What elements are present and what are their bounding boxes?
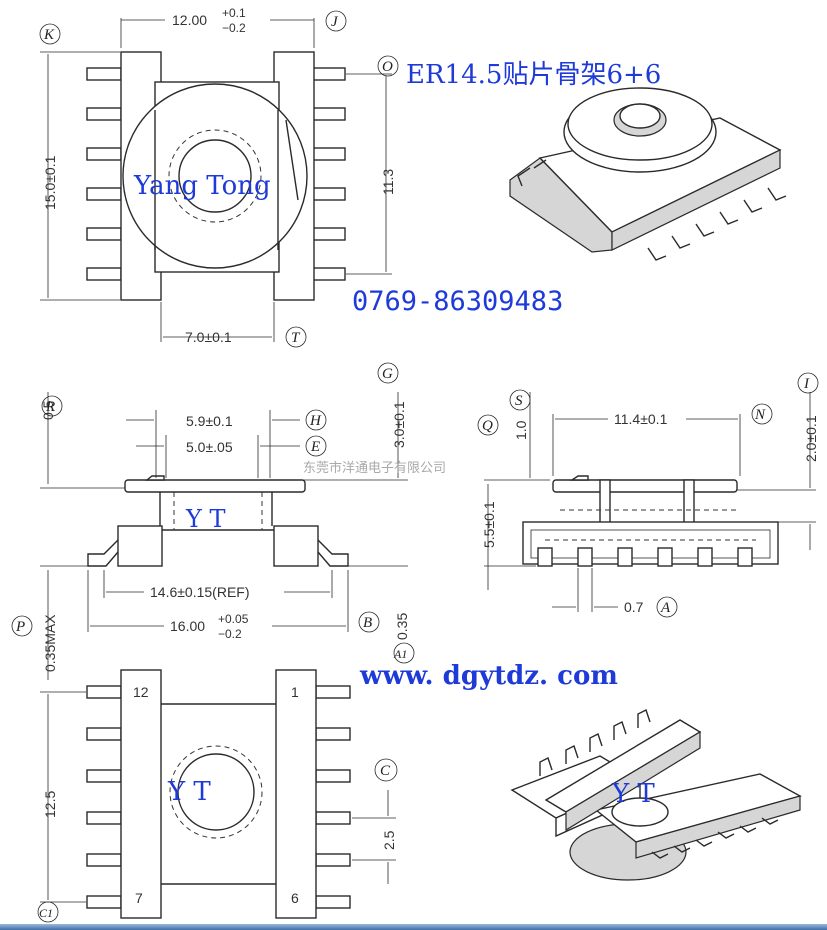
svg-text:T: T xyxy=(291,330,301,346)
pin-12-label: 12 xyxy=(133,684,149,700)
label-J: J xyxy=(325,10,347,32)
dim-pin-w: 0.7 xyxy=(624,599,644,615)
label-H: H xyxy=(305,409,327,431)
pin-1-label: 1 xyxy=(291,684,299,700)
label-I: I xyxy=(797,372,819,394)
top-view-disc xyxy=(122,83,308,269)
top-view-pins-left xyxy=(86,67,122,281)
label-N: N xyxy=(751,403,773,425)
svg-text:G: G xyxy=(382,366,393,382)
label-G: G xyxy=(377,362,399,384)
svg-text:O: O xyxy=(382,59,393,75)
svg-text:E: E xyxy=(310,439,320,455)
top-view: 12.00 +0.1 −0.2 15.0±0.1 11.3 7.0±0.1 K … xyxy=(39,6,399,348)
bottom-view-left-rail xyxy=(120,669,162,919)
svg-text:A: A xyxy=(660,600,671,616)
side-view: 11.4±0.1 1.0 2.0±0.1 5.5±0.1 0.7 S Q N I… xyxy=(477,372,819,618)
company-watermark: 东莞市洋通电子有限公司 xyxy=(303,460,446,476)
dim-side-width: 11.4±0.1 xyxy=(614,411,668,427)
dim-center-width: 7.0±0.1 xyxy=(185,329,232,345)
label-P: P xyxy=(11,615,33,637)
label-C1: C1 xyxy=(37,901,59,923)
dim-span-ref: 14.6±0.15(REF) xyxy=(150,584,250,600)
yt-mark-iso: Y T xyxy=(611,779,655,809)
dim-pin-thick: 0.35 xyxy=(394,613,410,640)
svg-text:Q: Q xyxy=(482,418,493,434)
label-O: O xyxy=(377,55,399,77)
dim-side-h: 5.5±0.1 xyxy=(481,501,497,548)
dim-d2: 5.0±.05 xyxy=(186,439,233,455)
dim-side-h2: 2.0±0.1 xyxy=(803,415,819,462)
dim-top-width: 12.00 xyxy=(172,12,207,28)
dim-side-top: 1.0 xyxy=(513,420,529,440)
svg-text:C1: C1 xyxy=(39,906,53,920)
svg-text:I: I xyxy=(803,376,810,392)
bottom-view-pins-right xyxy=(315,685,351,909)
dim-overall-tol-minus: −0.2 xyxy=(218,627,242,641)
label-K: K xyxy=(39,23,61,45)
brand-name: Yang Tong xyxy=(133,171,271,201)
side-view-pins xyxy=(537,547,753,567)
svg-text:K: K xyxy=(43,27,55,43)
svg-text:P: P xyxy=(15,619,25,635)
svg-text:J: J xyxy=(331,14,339,30)
dim-height-total: 15.0±0.1 xyxy=(42,155,58,210)
svg-text:R: R xyxy=(45,399,55,415)
dim-h-top: 3.0±0.1 xyxy=(391,401,407,448)
pin-6-label: 6 xyxy=(291,890,299,906)
bottom-view-pins-left xyxy=(86,685,122,909)
label-R: R xyxy=(41,395,63,417)
bottom-view-right-rail xyxy=(275,669,317,919)
product-title: ER14.5贴片骨架6+6 xyxy=(406,60,661,90)
window-bottom-bar xyxy=(0,924,827,930)
label-E: E xyxy=(305,435,327,457)
iso-view-top xyxy=(509,87,787,261)
label-C: C xyxy=(374,758,398,782)
front-view: 0.5 5.9±0.1 5.0±.05 3.0±0.1 14.6±0.15(RE… xyxy=(11,362,415,680)
dim-pin-pitch: 2.5 xyxy=(381,830,397,850)
bottom-view: 12 1 7 6 12.5 2.5 C C1 xyxy=(37,669,398,923)
website-url: www. dgytdz. com xyxy=(359,661,618,691)
svg-text:B: B xyxy=(363,615,372,631)
svg-text:N: N xyxy=(754,407,766,423)
svg-text:C: C xyxy=(380,763,391,779)
dim-overall-tol-plus: +0.05 xyxy=(218,612,249,626)
yt-mark-front: Y T xyxy=(185,505,225,533)
top-view-pins-right xyxy=(310,67,346,281)
front-view-flange xyxy=(124,479,306,493)
dim-top-width-tol-plus: +0.1 xyxy=(222,6,246,20)
label-A: A xyxy=(656,596,678,618)
label-Q: Q xyxy=(477,414,499,436)
dim-flange-thick: 0.5 xyxy=(40,400,56,420)
dim-top-width-tol-minus: −0.2 xyxy=(222,21,246,35)
iso-view-bottom xyxy=(510,709,802,881)
dim-pin-span: 11.3 xyxy=(380,169,396,195)
label-S: S xyxy=(509,389,531,411)
dim-d1: 5.9±0.1 xyxy=(186,413,233,429)
phone-number: 0769-86309483 xyxy=(352,286,563,317)
label-T: T xyxy=(285,326,307,348)
svg-text:H: H xyxy=(309,413,322,429)
dim-overall: 16.00 xyxy=(170,618,205,634)
label-A1: A1 xyxy=(393,642,415,664)
yt-mark-bottom: Y T xyxy=(167,777,211,807)
dim-standoff: 0.35MAX xyxy=(42,614,58,672)
dim-pin-pitch-total: 12.5 xyxy=(42,791,58,818)
svg-text:A1: A1 xyxy=(393,647,407,661)
label-B: B xyxy=(358,611,380,633)
svg-text:S: S xyxy=(515,393,523,409)
pin-7-label: 7 xyxy=(135,890,143,906)
